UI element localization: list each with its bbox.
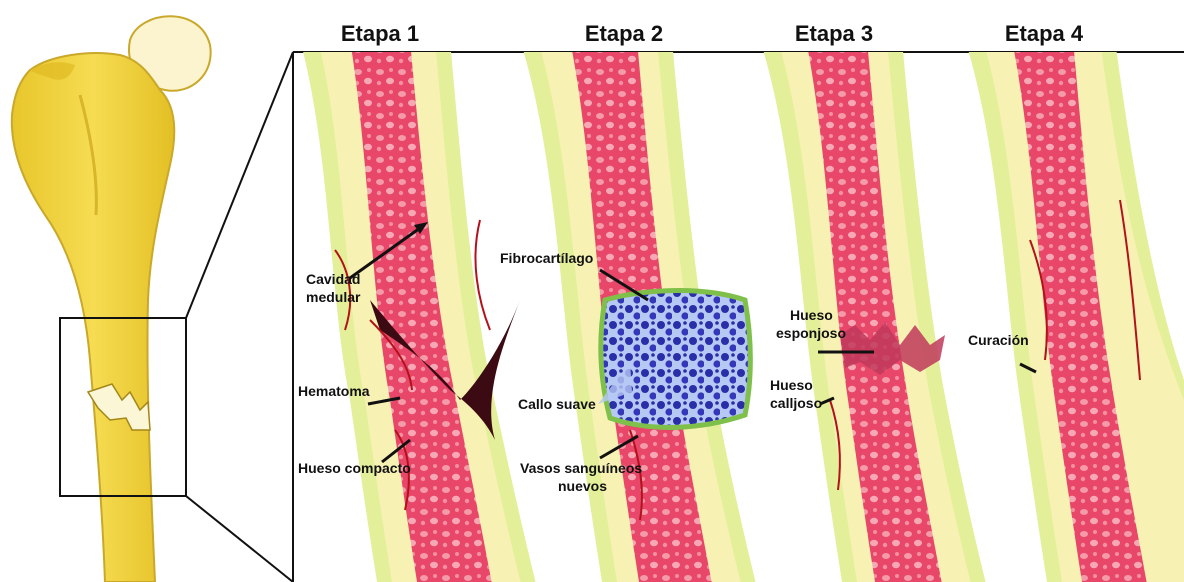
zoom-line-bottom (186, 496, 293, 582)
femur-illustration (12, 16, 293, 582)
stage-title-2: Etapa 2 (585, 21, 663, 46)
label-fibrocartilago: Fibrocartílago (500, 250, 593, 266)
label-callo-suave: Callo suave (518, 396, 596, 412)
label-hueso-esponjoso-line2: esponjoso (776, 325, 846, 341)
label-vasos-line1: Vasos sanguíneos (520, 460, 642, 476)
stage-title-4: Etapa 4 (1005, 21, 1084, 46)
label-vasos-line2: nuevos (558, 478, 607, 494)
label-curacion: Curación (968, 332, 1029, 348)
label-hematoma: Hematoma (298, 383, 370, 399)
soft-callus-shape (601, 291, 750, 428)
label-cavidad-medular-line1: Cavidad (306, 271, 360, 287)
stage-title-3: Etapa 3 (795, 21, 873, 46)
label-hueso-calloso-line2: calljoso (770, 395, 822, 411)
label-hueso-compacto: Hueso compacto (298, 460, 411, 476)
label-hueso-esponjoso-line1: Hueso (790, 307, 833, 323)
zoom-line-top (186, 52, 293, 318)
stages-panel (293, 40, 1184, 582)
label-cavidad-medular-line2: medular (306, 289, 361, 305)
stage-title-1: Etapa 1 (341, 21, 419, 46)
label-hueso-calloso-line1: Hueso (770, 377, 813, 393)
